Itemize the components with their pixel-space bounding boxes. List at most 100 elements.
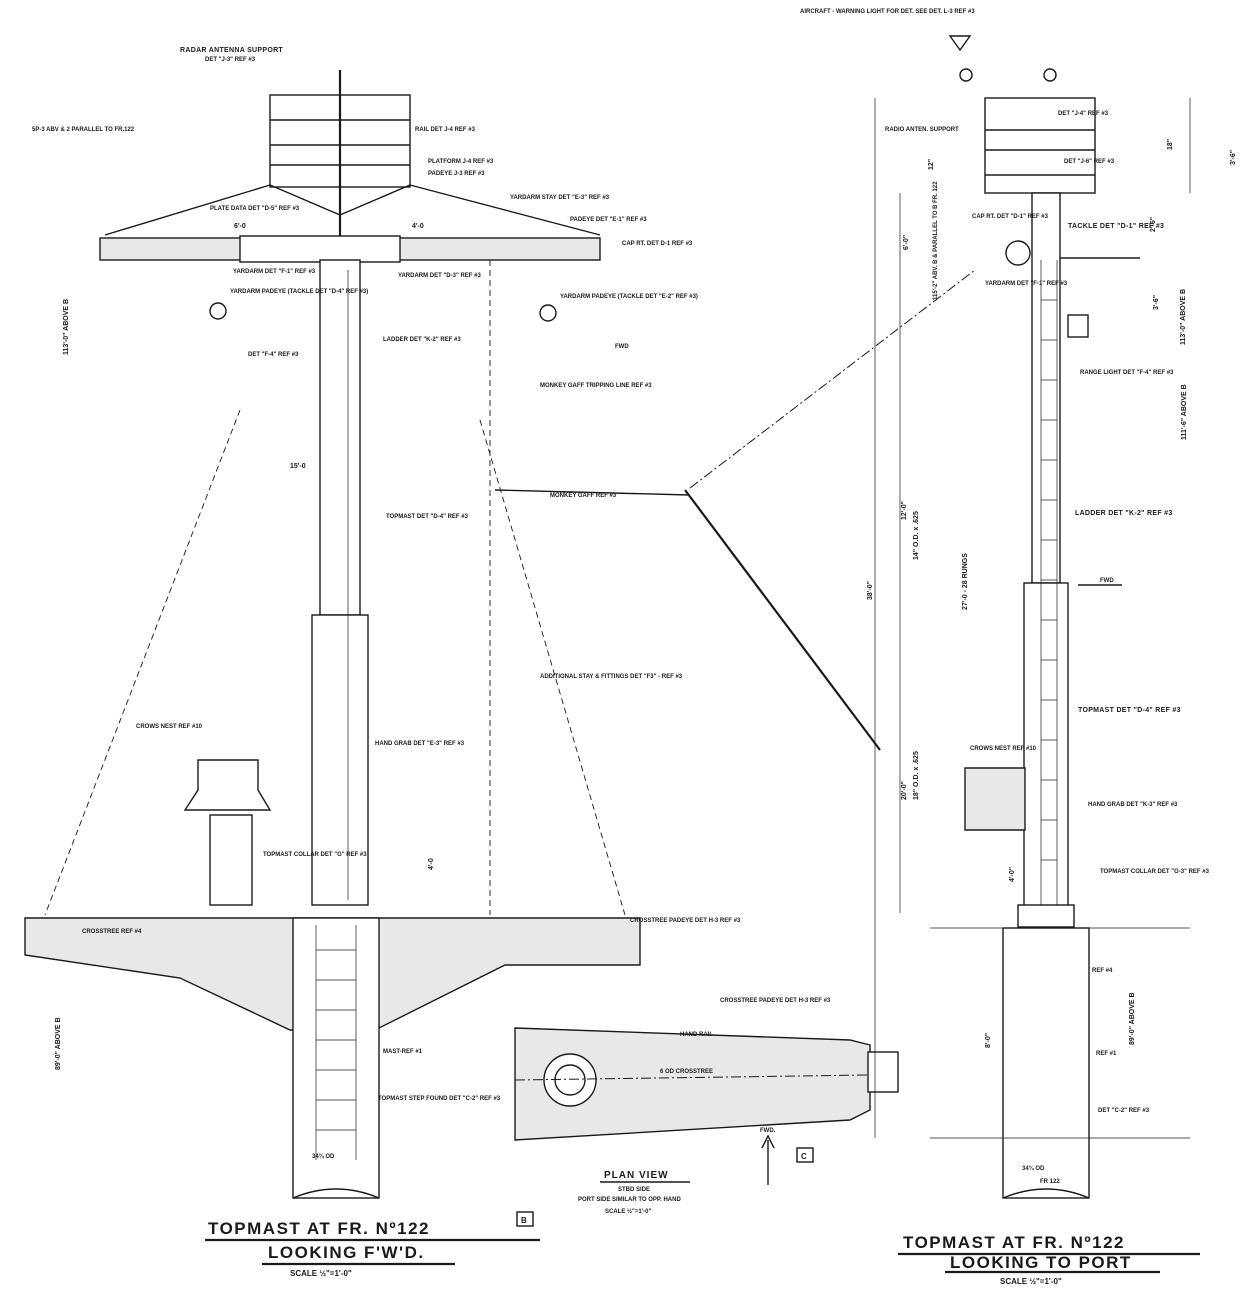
right-lower-mast bbox=[1002, 927, 1090, 1199]
label-topmast-right: TOPMAST DET "D-4" REF #3 bbox=[1078, 707, 1181, 714]
padeye-tackle-right bbox=[539, 304, 557, 322]
left-ref-box-label: B bbox=[521, 1216, 527, 1225]
topmast-upper bbox=[319, 259, 361, 616]
plan-fwd: FWD. bbox=[760, 1128, 776, 1134]
label-aircraft-light: AIRCRAFT - WARNING LIGHT FOR DET. SEE DE… bbox=[800, 9, 975, 15]
plan-line2: PORT SIDE SIMILAR TO OPP. HAND bbox=[578, 1197, 681, 1203]
crows-nest-shape bbox=[183, 759, 272, 811]
label-rail: RAIL DET J-4 REF #3 bbox=[415, 127, 476, 133]
label-yardarm-det: YARDARM DET "F-1" REF #3 bbox=[233, 269, 316, 275]
label-range-light: RANGE LIGHT DET "F-4" REF #3 bbox=[1080, 370, 1174, 376]
label-parallel-note: 5P-3 ABV & 2 PARALLEL TO FR.122 bbox=[32, 127, 135, 133]
plan-padeye-block bbox=[867, 1051, 899, 1093]
right-scale: SCALE ½"=1'-0" bbox=[1000, 1277, 1062, 1286]
label-ladder: LADDER DET "K-2" REF #3 bbox=[383, 337, 461, 343]
lower-mast bbox=[292, 917, 380, 1199]
label-above-top: 113'-0" ABOVE B bbox=[63, 299, 70, 355]
right-lower-break bbox=[1002, 1188, 1090, 1199]
label-yardarm-stay: YARDARM STAY DET "E-3" REF #3 bbox=[510, 195, 610, 201]
label-cap-rt-right: CAP RT. DET "D-1" REF #3 bbox=[972, 214, 1049, 220]
label-parallel-right: 115'-2" ABV. B & PARALLEL TO B FR. 122 bbox=[933, 181, 939, 300]
plan-ref-box-label: C bbox=[801, 1152, 807, 1161]
label-radar-support: RADAR ANTENNA SUPPORT bbox=[180, 47, 283, 54]
label-above-bottom: 89'-0" ABOVE B bbox=[55, 1017, 62, 1070]
right-view: AIRCRAFT - WARNING LIGHT FOR DET. SEE DE… bbox=[800, 9, 1237, 1286]
dim-15: 15'-0 bbox=[290, 463, 306, 470]
label-above-111: 111'-6" ABOVE B bbox=[1181, 384, 1188, 440]
plan-fwd-arrow-head bbox=[761, 1134, 775, 1149]
dim-20: 20'-0" bbox=[901, 781, 908, 800]
left-view: RADAR ANTENNA SUPPORT DET "J-3" REF #3 5… bbox=[24, 47, 976, 1278]
label-det-j6: DET "J-6" REF #3 bbox=[1064, 159, 1115, 165]
monkey-gaff-stay bbox=[689, 269, 976, 489]
right-topmast-upper bbox=[1031, 192, 1061, 584]
plan-scale: SCALE ½"=1'-0" bbox=[605, 1208, 651, 1215]
right-platform bbox=[984, 97, 1096, 194]
monkey-gaff-spar bbox=[684, 489, 881, 751]
label-above-89: 89'-0" ABOVE B bbox=[1129, 992, 1136, 1045]
label-hand-grab: HAND GRAB DET "E-3" REF #3 bbox=[375, 741, 465, 747]
left-stay bbox=[44, 409, 241, 916]
dim-2-6: 2'-6" bbox=[1150, 217, 1157, 232]
right-stay bbox=[479, 419, 626, 916]
padeye-tackle-left bbox=[209, 302, 227, 320]
label-mast-ref: MAST-REF #1 bbox=[383, 1049, 423, 1055]
right-crows-nest bbox=[964, 767, 1026, 831]
label-additional-stay: ADDITIONAL STAY & FITTINGS DET "F3" - RE… bbox=[540, 674, 683, 680]
left-subtitle: LOOKING F'W'D. bbox=[268, 1243, 425, 1262]
range-light bbox=[1067, 314, 1089, 338]
dim-4b: 4'-0 bbox=[428, 858, 435, 870]
warning-light-right bbox=[1043, 68, 1057, 82]
label-crows-nest: CROWS NEST REF #10 bbox=[136, 724, 203, 730]
label-topmast: TOPMAST DET "D-4" REF #3 bbox=[386, 514, 469, 520]
label-od: 34¾ OD bbox=[312, 1153, 335, 1160]
left-scale: SCALE ½"=1'-0" bbox=[290, 1269, 352, 1278]
label-od-right: 34¾ OD bbox=[1022, 1165, 1045, 1172]
label-topmast-collar: TOPMAST COLLAR DET "G" REF #3 bbox=[263, 852, 367, 858]
label-platform: PLATFORM J-4 REF #3 bbox=[428, 159, 494, 165]
right-cap-block bbox=[1005, 240, 1031, 266]
left-ref-box bbox=[516, 1211, 534, 1227]
label-fr: FR 122 bbox=[1040, 1179, 1060, 1185]
plan-ref-box bbox=[796, 1147, 814, 1163]
label-det-c2: DET "C-2" REF #3 bbox=[1098, 1108, 1150, 1114]
label-cap-rt: CAP RT. DET D-1 REF #3 bbox=[622, 241, 693, 247]
dim-3-6: 3'-6" bbox=[1153, 295, 1160, 310]
warning-light-left bbox=[959, 68, 973, 82]
dim-6: 6'-0 bbox=[234, 223, 246, 230]
right-collar bbox=[1017, 904, 1075, 928]
label-padeye-j3: PADEYE J-3 REF #3 bbox=[428, 171, 485, 177]
topmast-lower bbox=[311, 614, 369, 906]
yardarm-center bbox=[239, 235, 401, 263]
plan-title: PLAN VIEW bbox=[604, 1170, 669, 1181]
label-topmast-step: TOPMAST STEP FOUND DET "C-2" REF #3 bbox=[378, 1096, 501, 1102]
label-yardarm-padeye-right: YARDARM PADEYE (TACKLE DET "E-2" REF #3) bbox=[560, 294, 698, 300]
label-ref4: REF #4 bbox=[1092, 968, 1113, 974]
dim-4-right: 4'-0" bbox=[1009, 867, 1016, 882]
right-topmast-lower bbox=[1023, 582, 1069, 914]
plan-crosstree-padeye: CROSSTREE PADEYE DET H-3 REF #3 bbox=[720, 998, 831, 1004]
label-yardarm-d3: YARDARM DET "D-3" REF #3 bbox=[398, 273, 481, 279]
label-hand-grab-right: HAND GRAB DET "K-3" REF #3 bbox=[1088, 802, 1178, 808]
dim-6-right: 6'-0" bbox=[903, 235, 910, 250]
label-fwd-right: FWD bbox=[1100, 578, 1114, 584]
monkey-gaff-line bbox=[494, 489, 691, 496]
label-ladder-right: LADDER DET "K-2" REF #3 bbox=[1075, 510, 1173, 517]
plan-line1: STBD SIDE bbox=[618, 1187, 650, 1193]
label-crosstree-padeye: CROSSTREE PADEYE DET H-3 REF #3 bbox=[630, 918, 741, 924]
label-monkey-gaff: MONKEY GAFF REF #3 bbox=[550, 493, 617, 499]
label-fwd-small: FWD bbox=[615, 344, 629, 350]
right-subtitle: LOOKING TO PORT bbox=[950, 1253, 1132, 1272]
dim-8: 8'-0" bbox=[985, 1033, 992, 1048]
label-crosstree: CROSSTREE REF #4 bbox=[82, 929, 142, 935]
plan-centerline bbox=[514, 1074, 871, 1081]
dim-35-6: 3'-6" bbox=[1230, 150, 1237, 165]
label-above-113: 113'-0" ABOVE B bbox=[1180, 289, 1187, 345]
dim-12: 12" bbox=[928, 159, 935, 170]
crows-nest-base bbox=[209, 814, 253, 906]
left-title: TOPMAST AT FR. Nº122 bbox=[208, 1219, 430, 1238]
label-yardarm-padeye-left: YARDARM PADEYE (TACKLE DET "D-4" REF #3) bbox=[230, 289, 368, 295]
plan-crosstree-od: 6 OD CROSSTREE bbox=[660, 1069, 713, 1075]
